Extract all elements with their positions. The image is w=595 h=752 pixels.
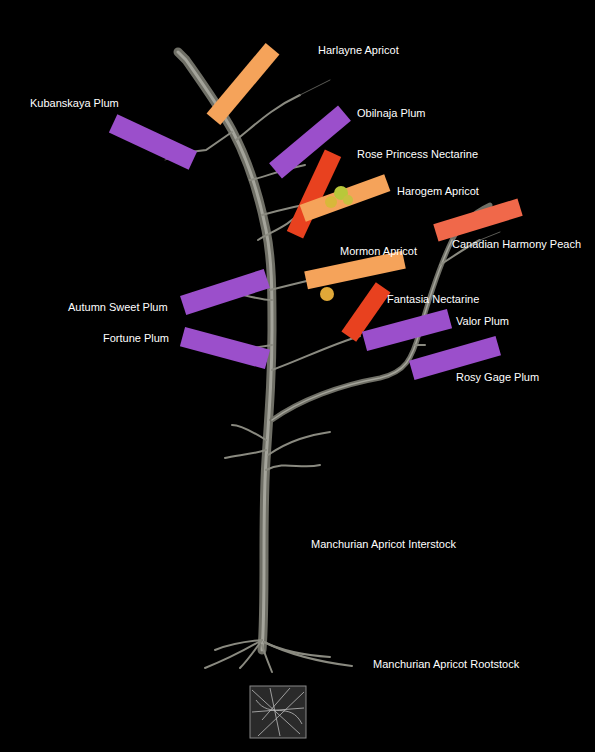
variety-label: Valor Plum — [456, 315, 509, 328]
variety-label: Fortune Plum — [103, 332, 169, 345]
root-ball — [250, 686, 306, 738]
variety-label: Manchurian Apricot Interstock — [311, 538, 456, 551]
graft-tags — [109, 43, 523, 380]
variety-label: Fantasia Nectarine — [387, 293, 479, 306]
variety-label: Rosy Gage Plum — [456, 371, 539, 384]
variety-label: Obilnaja Plum — [357, 107, 425, 120]
fruit — [320, 186, 353, 301]
variety-label: Rose Princess Nectarine — [357, 148, 478, 161]
variety-label: Harlayne Apricot — [318, 44, 399, 57]
variety-label: Kubanskaya Plum — [30, 97, 119, 110]
variety-label: Mormon Apricot — [340, 245, 417, 258]
variety-label: Autumn Sweet Plum — [68, 301, 168, 314]
variety-label: Harogem Apricot — [397, 185, 479, 198]
variety-label: Manchurian Apricot Rootstock — [373, 658, 519, 671]
variety-label: Canadian Harmony Peach — [452, 238, 581, 251]
